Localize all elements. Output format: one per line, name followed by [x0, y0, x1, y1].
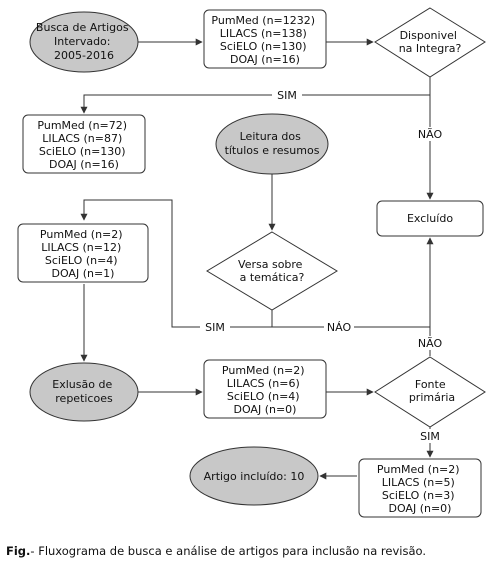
svg-text:PumMed (n=2) LILACS (n=6: PumMed (n=2) LILACS (n=6) SciELO (n=4) D… — [222, 364, 308, 416]
node-box-after-integra-line: LILACS (n=87) — [42, 132, 122, 145]
node-decision-tematica-line: a temática? — [240, 271, 305, 284]
node-box-final: PumMed (n=2) LILACS (n=5) SciELO (n=3) D… — [358, 458, 482, 518]
node-box-initial-line: DOAJ (n=16) — [230, 53, 300, 66]
node-box-after-tematica-line: SciELO (n=4) — [45, 254, 118, 267]
node-incluido-label: Artigo incluído: 10 — [204, 470, 305, 483]
node-box-after-tematica-line: LILACS (n=12) — [41, 241, 121, 254]
node-box-after-tematica: PumMed (n=2) LILACS (n=12) SciELO (n=4) … — [17, 223, 149, 283]
svg-text:PumMed (n=72) LILACS (n=: PumMed (n=72) LILACS (n=87) SciELO (n=13… — [37, 119, 130, 171]
node-box-after-exclusao-line: LILACS (n=6) — [227, 377, 300, 390]
node-decision-integra-line: na Integra? — [399, 42, 462, 55]
node-decision-fonte: Fonte primária — [374, 356, 486, 428]
label-sim-1: SIM — [277, 89, 297, 102]
node-box-after-tematica-line: PumMed (n=2) — [40, 228, 123, 241]
svg-text:Leitura dos títulos e re: Leitura dos títulos e resumos — [225, 130, 320, 157]
node-exclusao: Exlusão de repeticoes — [29, 362, 139, 422]
node-leitura-line: títulos e resumos — [225, 144, 320, 157]
caption-text: - Fluxograma de busca e análise de artig… — [30, 544, 426, 558]
node-start-line: 2005-2016 — [54, 49, 114, 62]
label-nao-2: NÁO — [327, 321, 352, 334]
node-box-after-integra: PumMed (n=72) LILACS (n=87) SciELO (n=13… — [22, 114, 146, 174]
node-box-initial: PumMed (n=1232) LILACS (n=138) SciELO (n… — [203, 9, 327, 69]
node-leitura-line: Leitura dos — [240, 130, 302, 143]
node-box-initial-line: LILACS (n=138) — [220, 27, 307, 40]
label-nao-3: NÃO — [418, 337, 443, 350]
node-box-after-integra-line: SciELO (n=130) — [39, 145, 126, 158]
node-decision-tematica: Versa sobre a temática? — [206, 231, 338, 311]
node-decision-fonte-line: Fonte — [415, 378, 446, 391]
svg-text:Versa sobre a temática?: Versa sobre a temática? — [238, 258, 306, 284]
node-excluido-label: Excluído — [407, 212, 453, 225]
caption-prefix: Fig. — [6, 544, 31, 558]
svg-text:Disponivel na Integra?: Disponivel na Integra? — [399, 29, 462, 55]
node-box-initial-line: PumMed (n=1232) — [211, 14, 315, 27]
node-box-final-line: PumMed (n=2) — [377, 463, 460, 476]
edge-tematica-sim — [80, 199, 273, 328]
node-decision-integra-line: Disponivel — [400, 29, 457, 42]
node-box-final-line: DOAJ (n=0) — [389, 502, 452, 515]
node-box-after-exclusao-line: SciELO (n=4) — [227, 390, 300, 403]
node-excluido: Excluído — [376, 200, 484, 237]
node-box-after-integra-line: DOAJ (n=16) — [49, 158, 119, 171]
node-box-after-integra-line: PumMed (n=72) — [37, 119, 127, 132]
node-decision-fonte-line: primária — [409, 391, 455, 404]
edge-labels: SIM NÃO SIM NÁO NÃO SIM — [200, 88, 445, 443]
node-box-initial-line: SciELO (n=130) — [220, 40, 307, 53]
node-start-line: Busca de Artigos — [36, 21, 129, 34]
svg-text:PumMed (n=1232) LILACS (: PumMed (n=1232) LILACS (n=138) SciELO (n… — [211, 14, 318, 66]
label-sim-3: SIM — [420, 430, 440, 443]
node-exclusao-line: repeticoes — [55, 392, 113, 405]
node-box-after-exclusao-line: PumMed (n=2) — [222, 364, 305, 377]
label-nao-1: NÃO — [418, 128, 443, 141]
node-box-after-exclusao-line: DOAJ (n=0) — [234, 403, 297, 416]
node-start: Busca de Artigos Intervado: 2005-2016 — [29, 11, 139, 73]
node-box-final-line: SciELO (n=3) — [382, 489, 455, 502]
flowchart: SIM NÃO SIM NÁO NÃO SIM Busca de Artigos… — [17, 7, 486, 518]
svg-text:PumMed (n=2) LILACS (n=5: PumMed (n=2) LILACS (n=5) SciELO (n=3) D… — [377, 463, 463, 515]
node-exclusao-line: Exlusão de — [52, 378, 112, 391]
node-leitura: Leitura dos títulos e resumos — [215, 113, 329, 175]
edge-integra-sim — [80, 77, 431, 114]
svg-text:Fonte primária: Fonte primária — [409, 378, 455, 404]
svg-text:Busca de Artigos Interva: Busca de Artigos Intervado: 2005-2016 — [36, 21, 132, 62]
node-start-line: Intervado: — [54, 35, 111, 48]
node-box-after-tematica-line: DOAJ (n=1) — [52, 267, 115, 280]
node-box-final-line: LILACS (n=5) — [382, 476, 455, 489]
label-sim-2: SIM — [205, 321, 225, 334]
node-box-after-exclusao: PumMed (n=2) LILACS (n=6) SciELO (n=4) D… — [203, 359, 327, 419]
node-incluido: Artigo incluído: 10 — [189, 446, 319, 506]
svg-text:Exlusão de repeticoes: Exlusão de repeticoes — [52, 378, 115, 405]
node-decision-integra: Disponivel na Integra? — [374, 7, 486, 78]
figure-caption: Fig.- Fluxograma de busca e análise de a… — [6, 544, 498, 558]
node-decision-tematica-line: Versa sobre — [238, 258, 303, 271]
svg-text:PumMed (n=2) LILACS (n=1: PumMed (n=2) LILACS (n=12) SciELO (n=4) … — [40, 228, 126, 280]
